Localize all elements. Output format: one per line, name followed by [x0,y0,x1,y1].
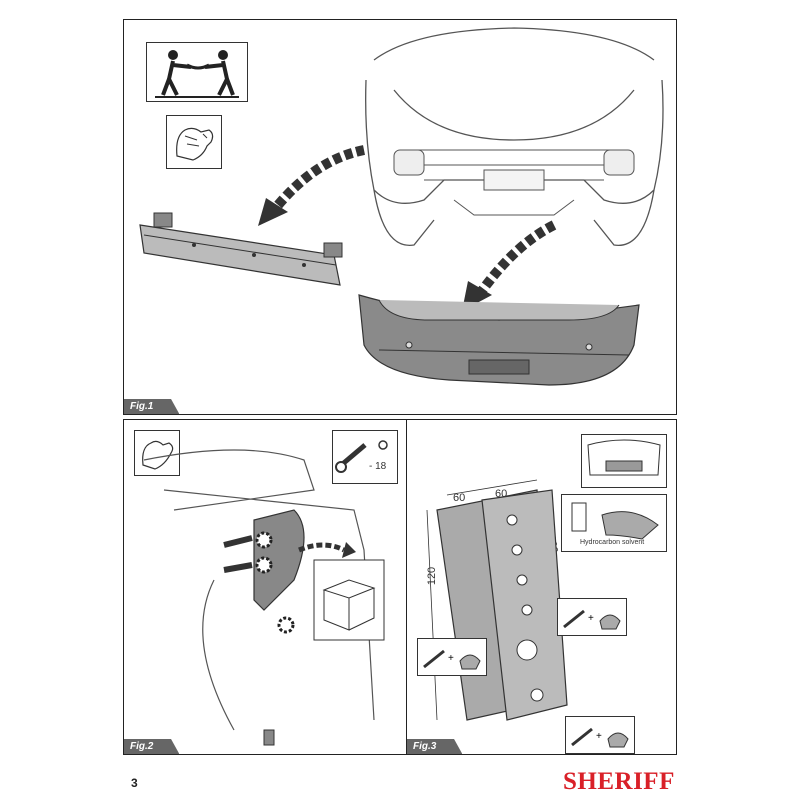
svg-text:+: + [596,731,602,742]
solvent-label: Hydrocarbon solvent [580,539,645,546]
dimension-60-left: 60 [453,492,466,504]
hand-icon [134,430,180,476]
spatula-cloth-icon: + [557,598,627,636]
rear-bumper-drawing [358,294,640,386]
figure-label: Fig.3 [407,739,463,754]
car-rear-drawing [365,27,664,246]
wrench-icon: - 18 [332,430,398,484]
figure-2-panel: - 18 Fig.2 [123,419,408,755]
svg-text:+: + [448,653,454,664]
vehicle-bracket-drawing [143,449,385,746]
spatula-cloth-icon: + [565,716,635,754]
car-rear-thumbnail [581,434,667,488]
tool-size-label: - 18 [369,461,387,472]
figure-label: Fig.1 [124,399,180,414]
removal-arrow-1 [258,145,366,226]
figure-label: Fig.2 [124,739,180,754]
hand-icon [166,115,222,169]
solvent-bottle-icon: Hydrocarbon solvent [561,494,667,552]
bumper-beam-drawing [139,212,343,286]
mounting-plate-drawing [426,479,568,721]
spatula-cloth-icon: + [417,638,487,676]
svg-text:+: + [588,613,594,624]
two-person-lift-icon [146,42,248,102]
page-number: 3 [131,776,138,790]
brand-logo: SHERIFF [563,768,675,795]
figure-1-panel: Fig.1 [123,19,677,415]
figure-3-panel: Hydrocarbon solvent 60 60 260 120 + + + … [406,419,677,755]
